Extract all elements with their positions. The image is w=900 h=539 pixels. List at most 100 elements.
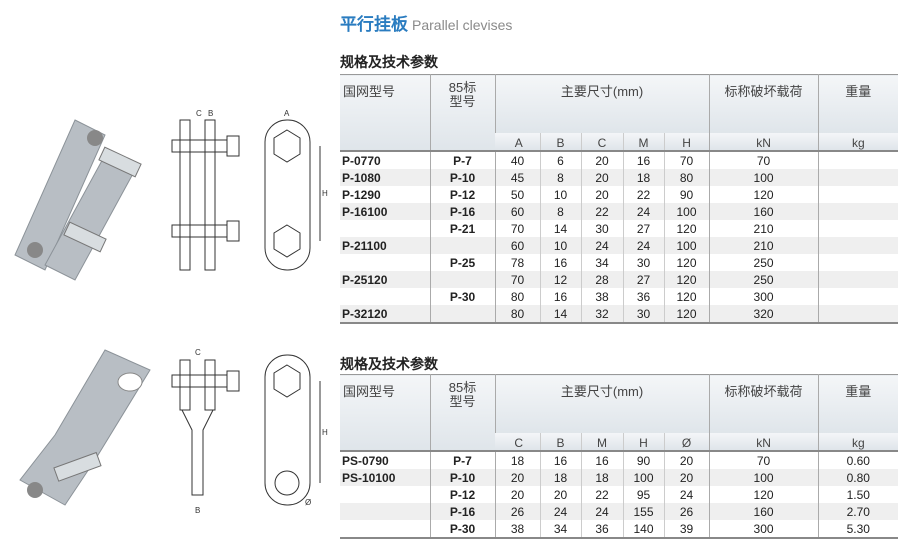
- table-cell: P-1290: [342, 187, 381, 202]
- table-cell: 100: [708, 469, 819, 486]
- table-cell: 60: [494, 237, 540, 254]
- table-cell: 24: [580, 237, 623, 254]
- table-cell: PS-10100: [342, 470, 396, 485]
- table-cell: 20: [663, 451, 710, 469]
- table-cell: 27: [622, 220, 664, 237]
- table-cell: 100: [663, 237, 710, 254]
- table-cell: 38: [580, 288, 623, 305]
- header-dim-col: C: [495, 433, 540, 451]
- table-cell: 14: [539, 220, 581, 237]
- header-weight: 重量: [817, 374, 899, 433]
- table-cell: P-0770: [342, 153, 381, 168]
- table-cell: [340, 254, 430, 271]
- table-cell: P-21: [429, 220, 495, 237]
- header-weight: 重量: [817, 74, 899, 133]
- table-cell: 38: [494, 520, 540, 538]
- table-cell: 50: [494, 186, 540, 203]
- table-cell: 45: [494, 169, 540, 186]
- header-weight-unit: kg: [817, 433, 899, 451]
- header-dim-col: M: [622, 133, 664, 151]
- table-cell: [817, 186, 899, 203]
- title-cn: 平行挂板: [340, 15, 408, 34]
- table-cell: P-16: [429, 503, 495, 520]
- table-cell: 39: [663, 520, 710, 538]
- table-cell: 0.80: [817, 469, 899, 486]
- title-en: Parallel clevises: [412, 17, 513, 33]
- table-cell: 20: [580, 186, 623, 203]
- label-diameter: Ø: [305, 498, 311, 507]
- table-cell: 155: [622, 503, 664, 520]
- header-dimensions: 主要尺寸(mm): [494, 374, 710, 433]
- table-cell: 250: [708, 254, 819, 271]
- table-cell: [340, 520, 430, 538]
- table-cell: 160: [708, 203, 819, 220]
- table-cell: 18: [494, 451, 540, 469]
- table-cell: 32: [580, 305, 623, 323]
- table-cell: [340, 486, 430, 503]
- header-weight-unit: kg: [817, 133, 899, 151]
- table-cell: 24: [622, 203, 664, 220]
- label-c: C: [195, 348, 201, 357]
- header-85-model: 85标 型号: [429, 374, 495, 451]
- table-cell: 20: [580, 151, 623, 169]
- table-cell: 24: [539, 503, 581, 520]
- table-cell: 20: [494, 469, 540, 486]
- table-cell: [340, 220, 430, 237]
- header-dim-col: C: [580, 133, 623, 151]
- table-cell: 16: [539, 288, 581, 305]
- table-cell: P-32120: [342, 306, 388, 321]
- table-cell: [817, 271, 899, 288]
- table-cell: 95: [622, 486, 664, 503]
- parallel-clevis-photo: [14, 119, 142, 281]
- table-cell: 250: [708, 271, 819, 288]
- table-cell: P-12: [429, 186, 495, 203]
- table-cell: 300: [708, 288, 819, 305]
- header-dim-col: B: [539, 433, 581, 451]
- table-cell: 8: [539, 169, 581, 186]
- table-cell: 320: [708, 305, 819, 323]
- header-dim-col: H: [622, 433, 664, 451]
- table-cell: 90: [663, 186, 710, 203]
- table-cell: 210: [708, 237, 819, 254]
- table-cell: P-10: [429, 469, 495, 486]
- table-cell: P-7: [429, 151, 495, 169]
- header-dim-col: Ø: [663, 433, 710, 451]
- table-cell: 120: [663, 220, 710, 237]
- table-cell: 0.60: [817, 451, 899, 469]
- table-cell: 100: [708, 169, 819, 186]
- table-cell: 5.30: [817, 520, 899, 538]
- table-cell: P-12: [429, 486, 495, 503]
- table-cell: 70: [708, 451, 819, 469]
- table-cell: 60: [494, 203, 540, 220]
- table-cell: 210: [708, 220, 819, 237]
- header-dim-col: A: [495, 133, 540, 151]
- table-cell: 120: [663, 288, 710, 305]
- table-cell: 20: [494, 486, 540, 503]
- table-cell: 16: [580, 451, 623, 469]
- table-cell: 12: [539, 271, 581, 288]
- table-cell: 34: [580, 254, 623, 271]
- table-cell: 18: [622, 169, 664, 186]
- table-cell: 27: [622, 271, 664, 288]
- table-cell: 300: [708, 520, 819, 538]
- table-cell: 22: [622, 186, 664, 203]
- table-cell: 70: [708, 151, 819, 169]
- table-cell: 28: [580, 271, 623, 288]
- label-b: B: [208, 110, 213, 118]
- table-cell: 18: [580, 469, 623, 486]
- table-cell: 30: [622, 305, 664, 323]
- table-cell: 140: [622, 520, 664, 538]
- header-dim-col: H: [663, 133, 710, 151]
- label-h: H: [322, 428, 328, 437]
- table-cell: [817, 237, 899, 254]
